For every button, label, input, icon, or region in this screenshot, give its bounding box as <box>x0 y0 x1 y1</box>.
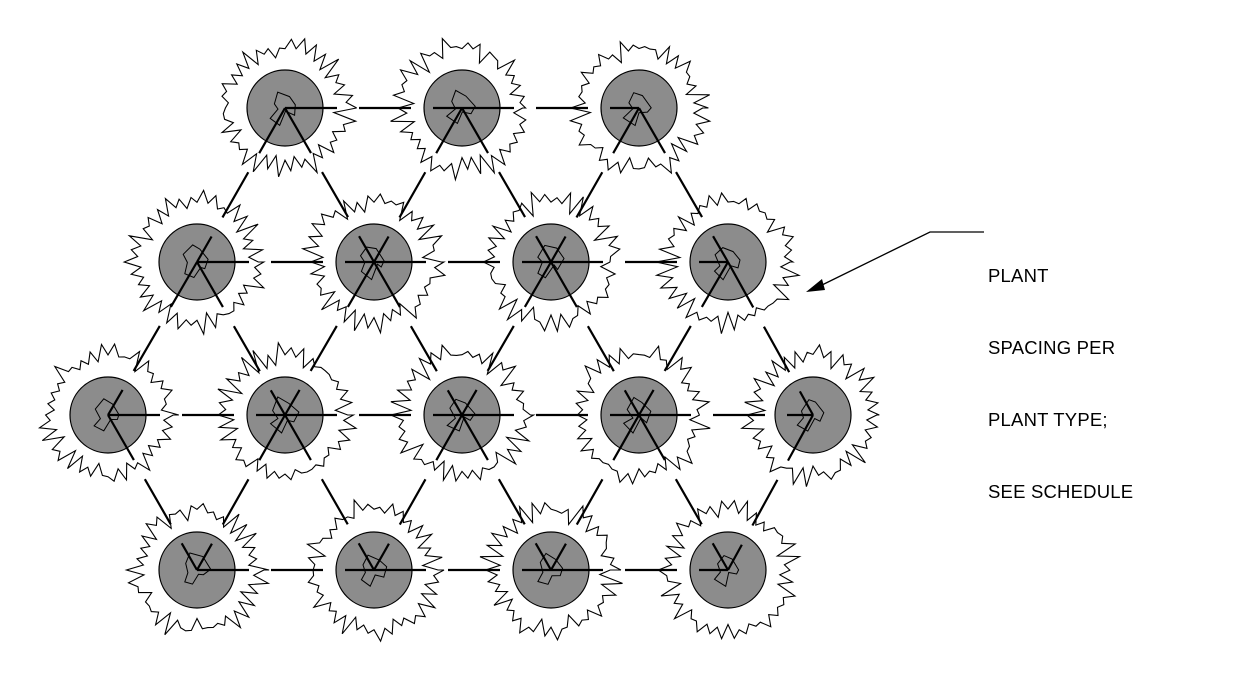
spacing-dimension-line <box>638 414 729 571</box>
shrub-center-mark <box>182 244 209 279</box>
spacing-dimension-line <box>638 261 729 416</box>
note-line-4: SEE SCHEDULE <box>988 481 1134 502</box>
spacing-dimension-line <box>284 414 375 571</box>
spacing-dimension-line <box>284 261 375 416</box>
spacing-dimension-line <box>196 107 286 263</box>
spacing-dimension-line <box>461 261 552 416</box>
shrub-center-mark <box>446 398 476 432</box>
spacing-dimension-line <box>373 261 463 416</box>
shrub-center-mark <box>360 554 388 587</box>
shrub-center-mark <box>622 92 652 127</box>
spacing-dimension-line <box>107 261 198 416</box>
spacing-dimension-line <box>284 107 375 263</box>
spacing-dimension-line <box>461 107 552 263</box>
spacing-dimension-line <box>196 414 286 571</box>
shrub-center-mark <box>93 398 120 432</box>
spacing-dimension-line <box>638 107 729 263</box>
shrub-center-mark <box>445 89 476 125</box>
note-line-3: PLANT TYPE; <box>988 409 1108 430</box>
shrub-center-mark <box>537 244 565 279</box>
shrub-center-mark <box>796 399 825 432</box>
spacing-dimension-line <box>550 107 640 263</box>
spacing-dimension-line <box>373 414 463 571</box>
note-line-1: PLANT <box>988 265 1049 286</box>
spacing-dimension-line <box>550 414 640 571</box>
shrub-center-mark <box>622 396 652 434</box>
shrub-center-mark <box>269 91 296 127</box>
shrub-center-mark <box>713 554 740 588</box>
shrub-center-mark <box>184 552 212 585</box>
callout-leader <box>806 231 984 292</box>
spacing-dimension-line <box>196 261 286 416</box>
spacing-dimension-line <box>727 261 814 416</box>
shrub-center-mark <box>269 396 300 434</box>
spacing-dimension-line <box>373 107 463 263</box>
leader-line <box>821 231 984 286</box>
spacing-dimension-line <box>727 414 814 571</box>
spacing-lines <box>107 106 814 572</box>
spacing-dimension-line <box>550 261 640 416</box>
shrub-center-mark <box>537 552 564 585</box>
note-line-2: SPACING PER <box>988 337 1116 358</box>
spacing-dimension-line <box>461 414 552 571</box>
leader-arrowhead <box>806 279 825 292</box>
shrub-center-mark <box>359 246 385 281</box>
shrub-center-mark <box>713 247 741 281</box>
plant-spacing-note: PLANT SPACING PER PLANT TYPE; SEE SCHEDU… <box>988 216 1133 528</box>
spacing-dimension-line <box>107 414 198 571</box>
